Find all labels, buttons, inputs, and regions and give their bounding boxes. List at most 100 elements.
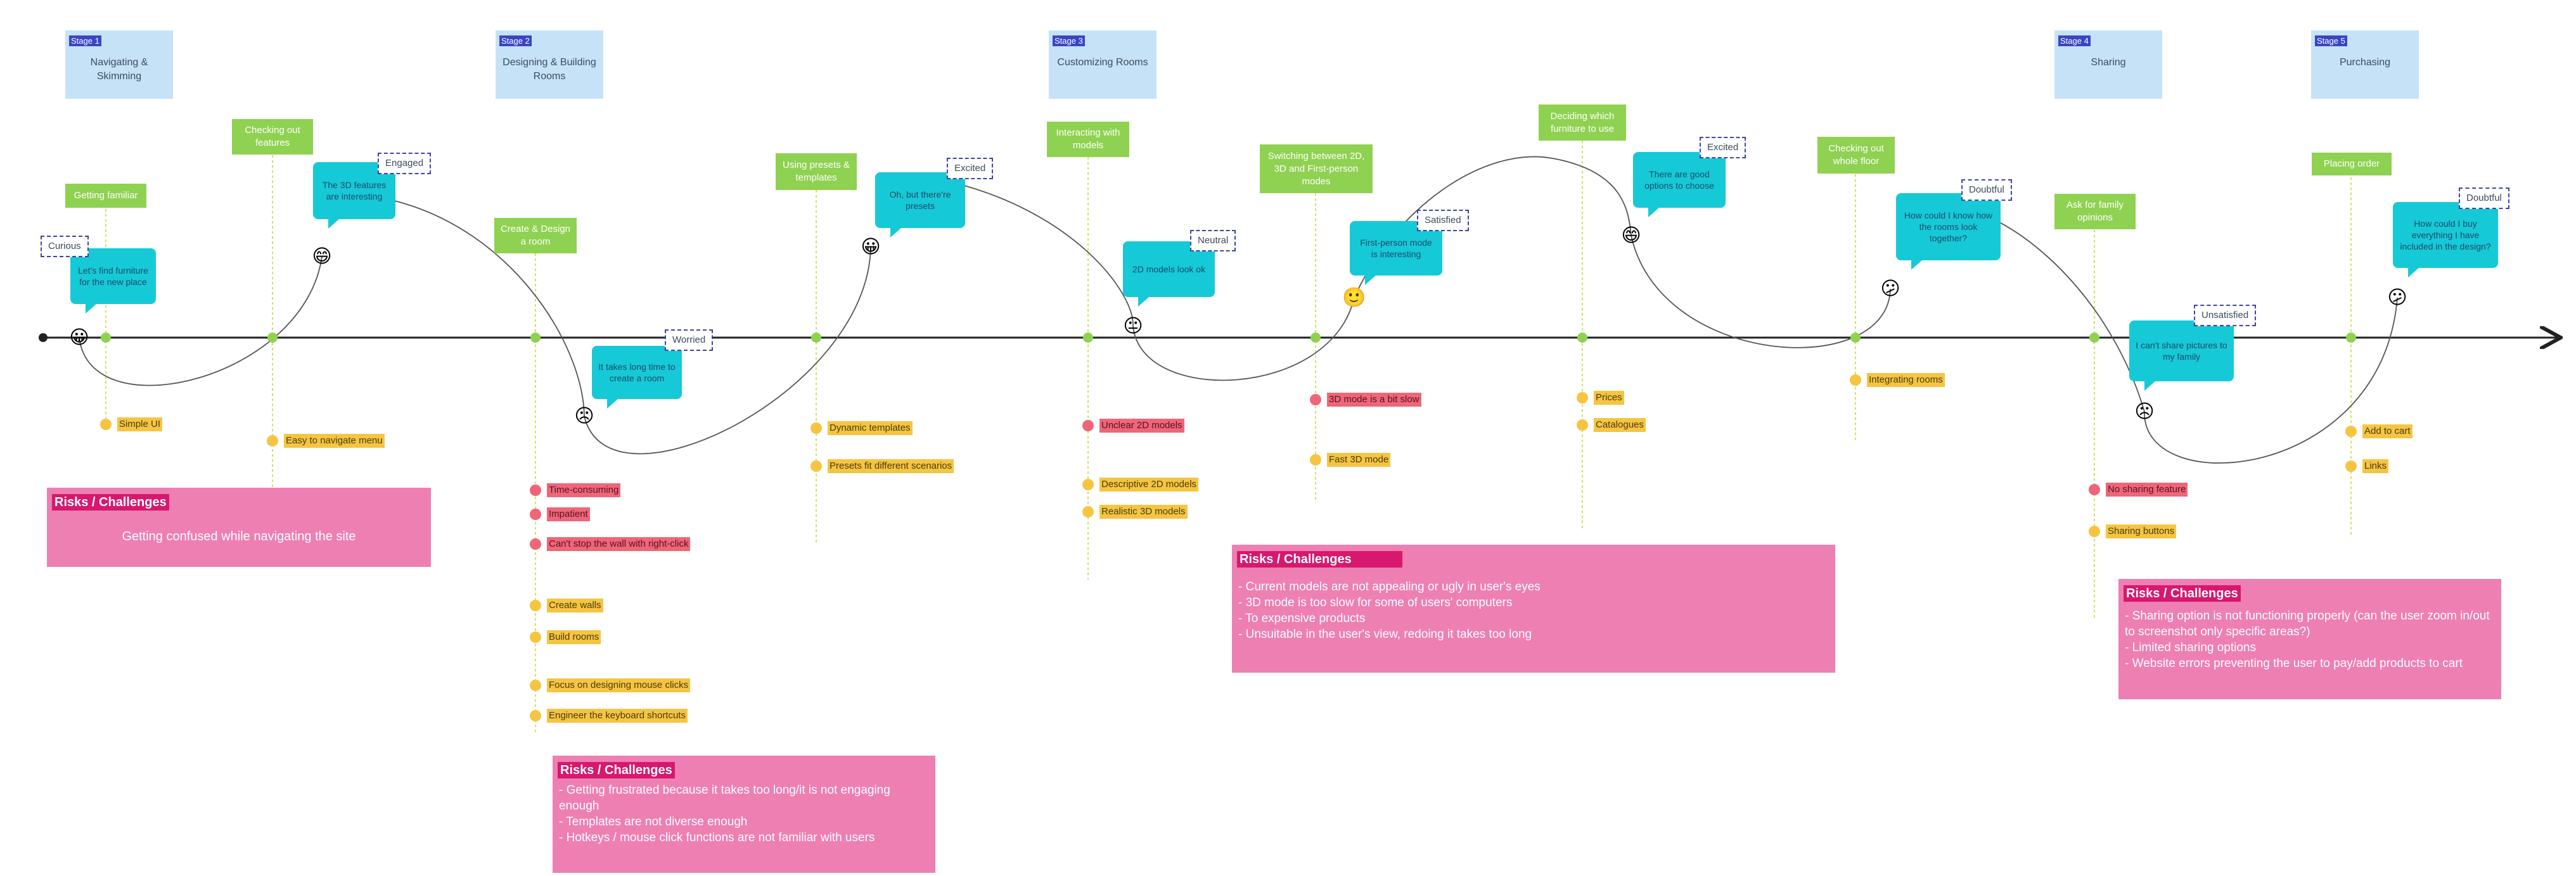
note-negative: Impatient [530, 507, 590, 522]
risk-line: - Getting frustrated because it takes to… [559, 784, 890, 813]
note-text: Easy to navigate menu [284, 434, 385, 448]
note-text: No sharing feature [2106, 483, 2188, 497]
note-text: 3D mode is a bit slow [1327, 393, 1421, 407]
note-dot [1577, 392, 1588, 403]
thought-text: I can't share pictures to my family [2136, 340, 2227, 362]
bubble-tail [1138, 296, 1150, 307]
note-text: Simple UI [117, 417, 163, 431]
stage-card: Stage 4 Sharing [2054, 30, 2162, 99]
note-dot [1310, 394, 1321, 405]
note-negative: Can't stop the wall with right-click [530, 536, 691, 552]
timeline-dot [1577, 333, 1587, 343]
note-text: Descriptive 2D models [1099, 478, 1199, 492]
note-positive: Presets fit different scenarios [811, 459, 954, 474]
note-text: Dynamic templates [828, 421, 913, 435]
note-positive: Sharing buttons [2089, 524, 2177, 539]
stage-card: Stage 2 Designing & Building Rooms [496, 30, 603, 99]
timeline-dot [2346, 333, 2356, 343]
stage-tag: Stage 5 [2315, 35, 2347, 46]
risk-panel: Risks / Challenges - Getting frustrated … [553, 756, 935, 873]
note-negative: No sharing feature [2089, 482, 2188, 497]
thought-text: First-person mode is interesting [1360, 238, 1432, 259]
risk-panel: Risks / Challenges Getting confused whil… [47, 488, 431, 567]
bubble-tail [328, 219, 340, 229]
note-text: Create walls [547, 599, 603, 613]
stage-name: Navigating & Skimming [90, 57, 148, 82]
timeline-dot [1310, 333, 1321, 343]
timeline-start [39, 333, 48, 342]
risk-line: - Unsuitable in the user's view, redoing… [1238, 628, 1532, 641]
note-positive: Integrating rooms [1850, 372, 1945, 388]
thought-bubble: Oh, but there're presets [875, 172, 965, 238]
note-positive: Links [2345, 459, 2389, 474]
risk-title: Risks / Challenges [2124, 585, 2241, 602]
note-dot [530, 600, 541, 611]
note-dot [1082, 506, 1094, 517]
emoji-layer: 😀 😄 ☹ 😀 😐 🙂 😄 😕 ☹ 😕 [69, 225, 2407, 428]
note-dot [2089, 526, 2100, 537]
risk-title: Risks / Challenges [558, 762, 675, 778]
thought-text: Oh, but there're presets [889, 189, 951, 211]
thought-text: Let's find furniture for the new place [78, 265, 148, 287]
note-dot [100, 419, 112, 430]
emoji-sad-icon: ☹ [2134, 401, 2154, 423]
note-dot [1310, 454, 1321, 466]
risk-line: - Sharing option is not functioning prop… [2125, 609, 2490, 638]
bubble-tail [1911, 260, 1923, 270]
note-negative: Unclear 2D models [1082, 418, 1184, 433]
note-dot [530, 632, 541, 643]
emotion-label: Doubtful [2459, 187, 2509, 209]
note-dot [530, 509, 541, 520]
note-text: Time-consuming [547, 483, 621, 497]
note-text: Focus on designing mouse clicks [547, 678, 691, 692]
bubble-tail [2144, 381, 2156, 391]
note-text: Sharing buttons [2106, 524, 2177, 538]
note-text: Catalogues [1594, 418, 1646, 432]
bubble-tail [1365, 275, 1376, 285]
note-positive: Engineer the keyboard shortcuts [530, 708, 688, 723]
thought-bubble: How could I know how the rooms look toge… [1896, 193, 2001, 270]
timeline-dot [811, 333, 821, 343]
stage-card: Stage 5 Purchasing [2311, 30, 2419, 99]
emoji-neutral-icon: 😐 [1123, 315, 1143, 338]
stage-card: Stage 1 Navigating & Skimming [65, 30, 173, 99]
thought-text: 2D models look ok [1132, 264, 1206, 274]
risk-line: - Website errors preventing the user to … [2125, 657, 2463, 670]
note-positive: Prices [1577, 390, 1624, 405]
risk-line: Getting confused while navigating the si… [122, 530, 356, 543]
note-positive: Focus on designing mouse clicks [530, 678, 691, 693]
bubble-tail [2408, 267, 2419, 277]
thought-text: How could I know how the rooms look toge… [1904, 210, 1993, 243]
note-dot [2089, 484, 2100, 495]
risk-line: - To expensive products [1238, 612, 1366, 625]
note-text: Impatient [547, 507, 590, 521]
step-card: Placing order [2312, 153, 2392, 175]
timeline-dot [1083, 333, 1093, 343]
bubble-tail [607, 398, 618, 409]
note-dot [1850, 374, 1861, 386]
note-text: Prices [1594, 391, 1624, 405]
step-card: Switching between 2D, 3D and First-perso… [1260, 144, 1373, 193]
emotion-label: Engaged [378, 153, 432, 174]
step-card: Interacting with models [1047, 122, 1129, 157]
note-dot [530, 680, 541, 691]
emotion-label: Excited [1700, 137, 1746, 158]
note-positive: Catalogues [1577, 417, 1646, 433]
note-positive: Descriptive 2D models [1082, 477, 1199, 492]
note-positive: Simple UI [100, 417, 163, 432]
timeline-dot [2089, 333, 2099, 343]
risk-line: - 3D mode is too slow for some of users'… [1238, 596, 1513, 609]
stage-name: Sharing [2091, 57, 2126, 68]
note-dot [2345, 426, 2357, 437]
emotion-label: Doubtful [1961, 179, 2012, 201]
stage-tag: Stage 1 [69, 35, 101, 46]
note-positive: Build rooms [530, 630, 601, 645]
emoji-confused-icon: 😕 [1880, 278, 1900, 300]
note-positive: Add to cart [2345, 424, 2413, 439]
note-text: Unclear 2D models [1099, 419, 1184, 433]
thought-text: It takes long time to create a room [598, 362, 676, 383]
emoji-sad-icon: ☹ [574, 405, 594, 428]
step-card: Create & Design a room [494, 218, 577, 253]
risk-panel: Risks / Challenges - Sharing option is n… [2118, 579, 2501, 699]
stage-tag: Stage 3 [1053, 35, 1085, 46]
